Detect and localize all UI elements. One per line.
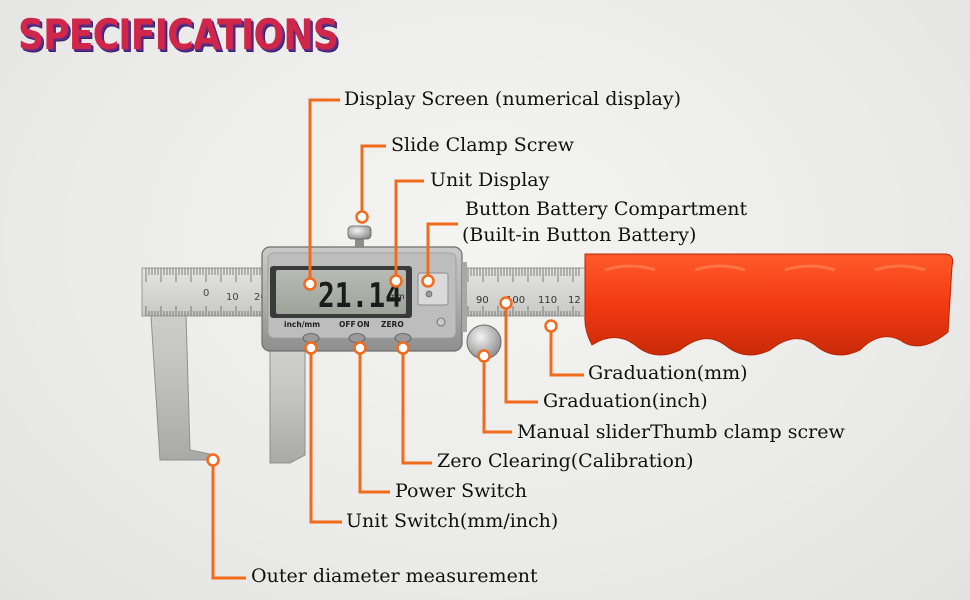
clamp-screw-stem	[355, 234, 364, 248]
label-slide-clamp-screw: Slide Clamp Screw	[391, 134, 575, 156]
beam-scale-ticks	[145, 268, 580, 316]
button-label-inch-mm: inch/mm	[284, 320, 320, 329]
scale-number-0: 0	[203, 288, 209, 299]
callout-dots	[206, 210, 558, 467]
label-unit-switch: Unit Switch(mm/inch)	[346, 510, 559, 532]
label-unit-display: Unit Display	[430, 169, 550, 191]
button-label-on: ON	[357, 320, 370, 329]
label-battery-line1: Button Battery Compartment	[465, 198, 748, 220]
scale-number-12: 12	[568, 295, 581, 306]
button-label-zero: ZERO	[381, 320, 404, 329]
label-manual-slider: Manual sliderThumb clamp screw	[517, 421, 845, 443]
scale-number-10: 10	[226, 292, 239, 303]
zero-button	[394, 333, 412, 343]
battery-cover-screw	[425, 290, 433, 298]
label-outer-diameter: Outer diameter measurement	[251, 565, 538, 587]
scale-main-numbers: 90 100 110 12	[476, 295, 581, 306]
scale-number-110: 110	[538, 295, 557, 306]
housing-screw	[436, 317, 446, 327]
scale-number-20: 20	[254, 292, 267, 303]
page-title: SPECIFICATIONS	[18, 10, 339, 59]
callout-lines	[211, 98, 584, 580]
power-switch-button	[348, 333, 366, 343]
label-battery-line2: (Built-in Button Battery)	[462, 224, 697, 246]
label-display-screen: Display Screen (numerical display)	[344, 88, 681, 110]
label-power-switch: Power Switch	[395, 480, 527, 502]
scale-number-100: 100	[506, 295, 525, 306]
slide-clamp-screw-head	[347, 225, 372, 240]
button-labels: inch/mm OFF ON ZERO	[284, 320, 404, 329]
unit-switch-button	[302, 333, 320, 343]
red-handle	[584, 253, 954, 356]
lcd-reading: 21.14	[318, 276, 402, 315]
housing-side	[462, 262, 467, 332]
label-zero-clearing: Zero Clearing(Calibration)	[437, 450, 694, 472]
button-label-off: OFF	[339, 320, 356, 329]
label-graduation-inch: Graduation(inch)	[543, 390, 708, 412]
label-graduation-mm: Graduation(mm)	[588, 362, 748, 384]
lcd-unit: mm	[389, 292, 405, 301]
scale-top-numbers: 0 10 20	[203, 288, 267, 303]
scale-number-90: 90	[476, 295, 489, 306]
